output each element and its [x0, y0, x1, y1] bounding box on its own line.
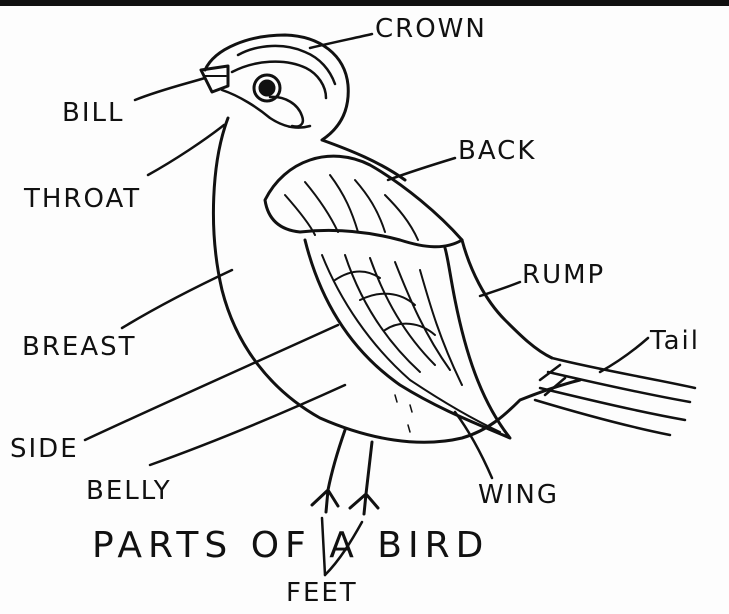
leader-back: [388, 158, 455, 180]
leader-rump: [480, 282, 520, 296]
tail-feathers: [535, 358, 695, 435]
bird-head-outline: [205, 35, 405, 180]
bird-leg-left: [312, 430, 345, 512]
bird-eye-pupil: [260, 81, 274, 95]
label-breast: BREAST: [22, 334, 137, 360]
label-back: BACK: [458, 138, 536, 164]
leader-bill: [135, 78, 205, 100]
label-side: SIDE: [10, 436, 79, 462]
leader-throat: [148, 125, 224, 175]
label-crown: CROWN: [375, 16, 487, 42]
leader-tail: [600, 338, 648, 372]
wing-feather-lines: [322, 255, 500, 432]
label-tail: Tail: [650, 328, 700, 354]
label-bill: BILL: [62, 100, 124, 126]
wing-feathers: [305, 240, 510, 438]
wing-coverts: [265, 156, 462, 247]
leader-breast: [122, 270, 232, 328]
label-wing: WING: [478, 482, 559, 508]
label-throat: THROAT: [24, 186, 141, 212]
rump-outline: [462, 240, 552, 358]
diagram-title: PARTS OF A BIRD: [92, 528, 489, 564]
label-belly: BELLY: [86, 478, 172, 504]
label-feet: FEET: [286, 580, 358, 606]
leader-crown: [310, 34, 372, 48]
breast-marks: [395, 395, 412, 432]
label-rump: RUMP: [522, 262, 605, 288]
bird-leg-right: [350, 442, 378, 514]
